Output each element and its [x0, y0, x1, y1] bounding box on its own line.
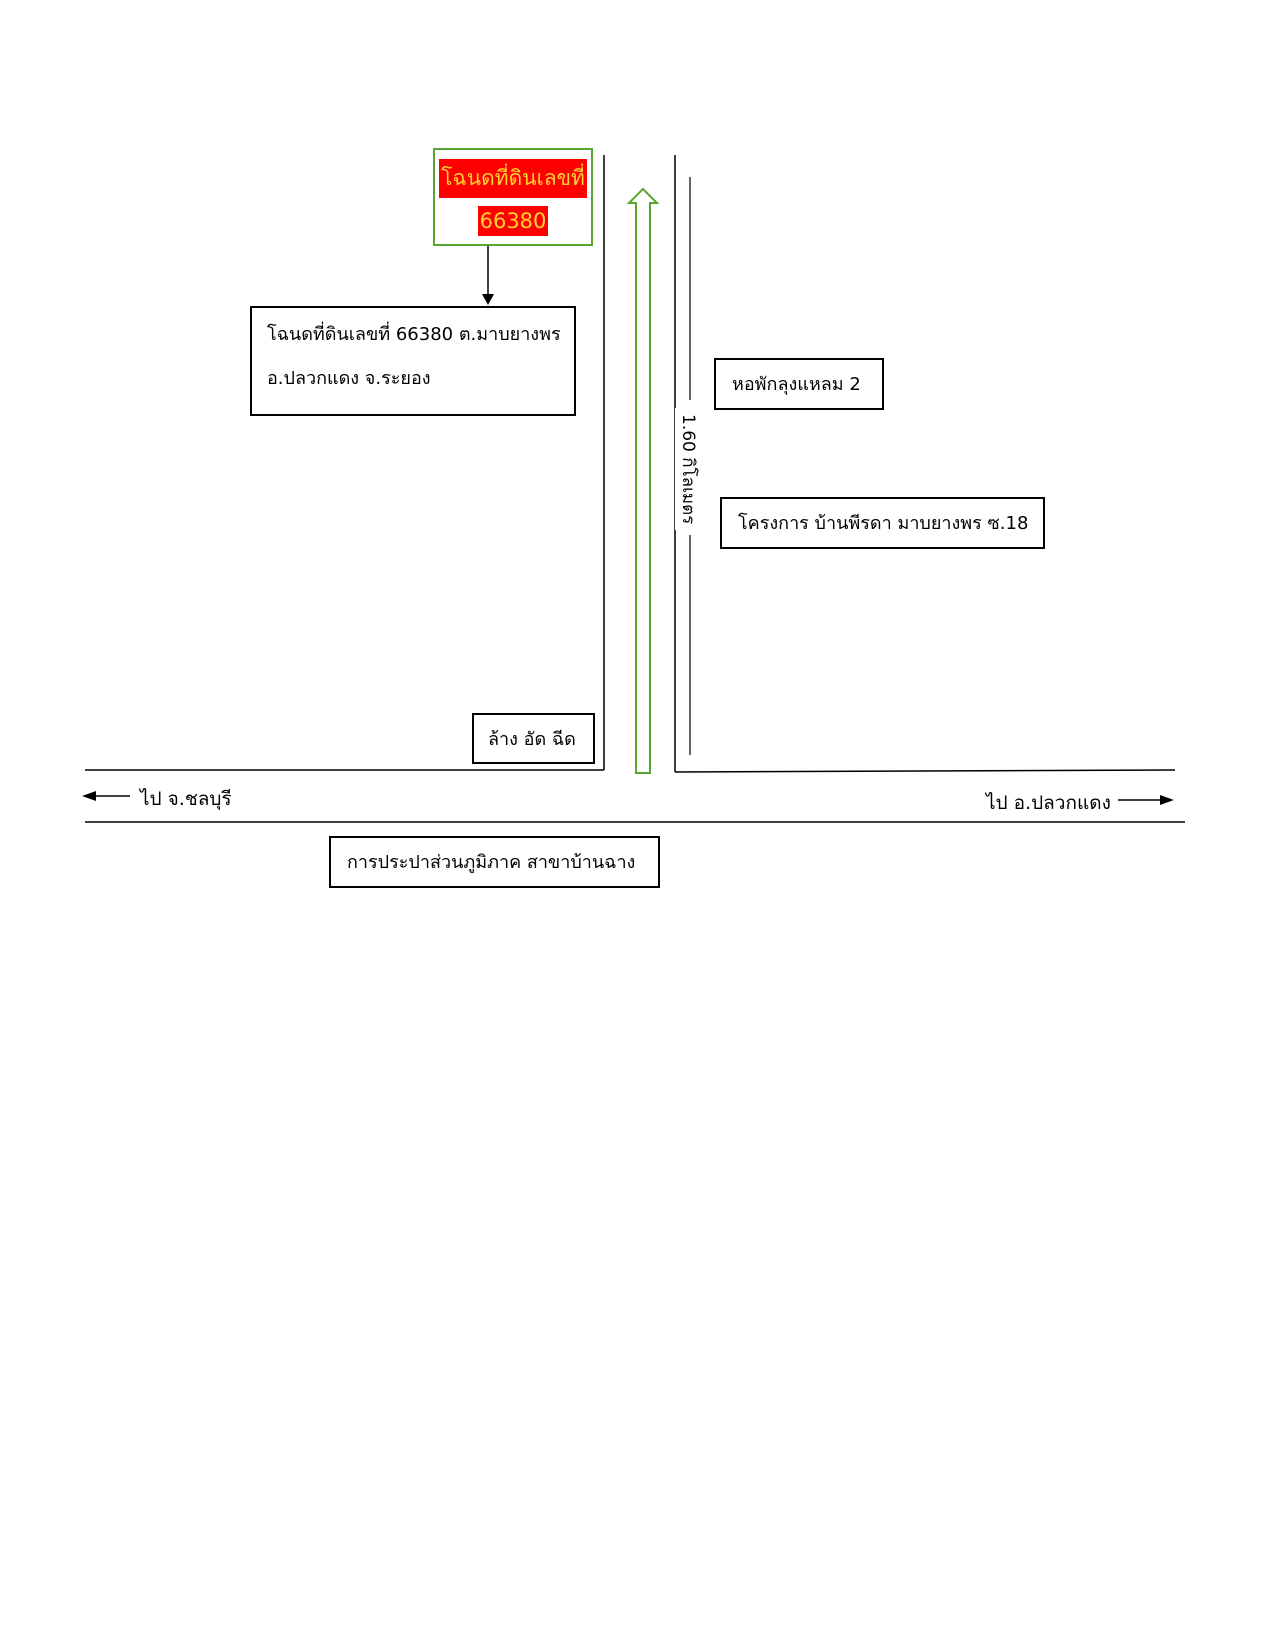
plot-sign: โฉนดที่ดินเลขที่ 66380: [433, 148, 593, 246]
plot-sign-line1: โฉนดที่ดินเลขที่: [439, 158, 587, 198]
car-wash-label: ล้าง อัด ฉีด: [488, 729, 576, 750]
dorm-label: หอพักลุงแหลม 2: [732, 374, 861, 395]
distance-label: 1.60 กิโลเมตร: [675, 408, 702, 531]
plot-info-box: โฉนดที่ดินเลขที่ 66380 ต.มาบยางพร อ.ปลวก…: [250, 306, 576, 416]
plot-sign-line2: 66380: [477, 205, 549, 236]
main-road-top-edge-right: [674, 769, 1176, 773]
plot-pointer-arrowhead: [482, 294, 494, 305]
project-label: โครงการ บ้านพีรดา มาบยางพร ซ.18: [738, 513, 1029, 534]
route-arrow: [626, 187, 660, 774]
plot-info-line1: โฉนดที่ดินเลขที่ 66380 ต.มาบยางพร: [267, 324, 561, 345]
direction-left-label: ไป จ.ชลบุรี: [140, 788, 232, 810]
plot-info-line2: อ.ปลวกแดง จ.ระยอง: [267, 368, 431, 389]
waterworks-box: การประปาส่วนภูมิภาค สาขาบ้านฉาง: [329, 836, 660, 888]
dorm-box: หอพักลุงแหลม 2: [714, 358, 884, 410]
waterworks-label: การประปาส่วนภูมิภาค สาขาบ้านฉาง: [347, 852, 636, 873]
left-direction-arrowhead: [82, 791, 96, 801]
right-direction-arrowhead: [1160, 795, 1174, 805]
project-box: โครงการ บ้านพีรดา มาบยางพร ซ.18: [720, 497, 1045, 549]
direction-right-label: ไป อ.ปลวกแดง: [986, 792, 1111, 814]
car-wash-box: ล้าง อัด ฉีด: [472, 713, 595, 764]
